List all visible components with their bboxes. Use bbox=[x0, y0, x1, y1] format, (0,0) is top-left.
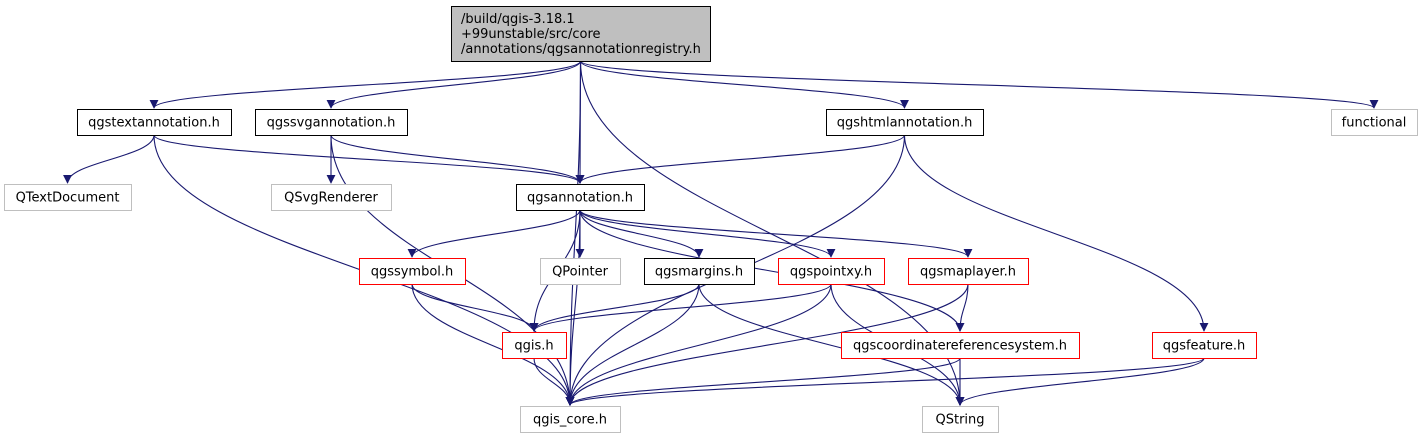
edge-maplayer-to-qgiscore bbox=[565, 283, 969, 406]
edge-maplayer-to-crs bbox=[955, 283, 969, 332]
edge-svgannotation-to-annotation bbox=[330, 134, 585, 184]
node-qsvgrenderer-box bbox=[271, 184, 392, 211]
node-qsvgrenderer-label: QSvgRenderer bbox=[284, 191, 378, 206]
edge-annotation-to-pointxy bbox=[579, 209, 836, 258]
node-annotation-label: qgsannotation.h bbox=[527, 191, 633, 206]
node-textannotation-box bbox=[77, 109, 232, 136]
edge-crs-to-qgiscore bbox=[565, 357, 961, 406]
node-qtextdocument-box bbox=[4, 184, 132, 211]
node-svgannotation[interactable]: qgssvgannotation.h bbox=[255, 109, 408, 136]
node-annotation[interactable]: qgsannotation.h bbox=[516, 184, 645, 211]
node-maplayer-label: qgsmaplayer.h bbox=[920, 265, 1016, 280]
node-htmlannotation[interactable]: qgshtmlannotation.h bbox=[826, 109, 984, 136]
node-margins[interactable]: qgsmargins.h bbox=[644, 258, 755, 285]
edge-annotation-to-margins bbox=[579, 209, 704, 258]
node-feature[interactable]: qgsfeature.h bbox=[1152, 332, 1257, 359]
edge-pointxy-to-qgiscore bbox=[565, 283, 832, 406]
node-margins-box bbox=[644, 258, 755, 285]
node-functional[interactable]: functional bbox=[1331, 109, 1418, 136]
node-textannotation-label: qgstextannotation.h bbox=[88, 116, 220, 131]
edge-root-to-textannotation bbox=[149, 60, 582, 109]
node-symbol-label: qgssymbol.h bbox=[371, 265, 454, 280]
node-feature-label: qgsfeature.h bbox=[1163, 339, 1246, 354]
edge-margins-to-qgiscore bbox=[565, 283, 700, 406]
edge-root-to-htmlannotation bbox=[579, 60, 909, 109]
node-pointxy-box bbox=[778, 258, 885, 285]
node-qstring-label: QString bbox=[935, 413, 984, 428]
node-crs[interactable]: qgscoordinatereferencesystem.h bbox=[841, 332, 1080, 359]
edge-textannotation-to-annotation bbox=[153, 134, 585, 184]
edge-root-to-qgiscore bbox=[565, 60, 582, 406]
node-qtextdocument[interactable]: QTextDocument bbox=[4, 184, 132, 211]
node-pointxy[interactable]: qgspointxy.h bbox=[778, 258, 885, 285]
node-root-label: +99unstable/src/core bbox=[461, 27, 601, 42]
node-symbol[interactable]: qgssymbol.h bbox=[359, 258, 466, 285]
node-root-label: /build/qgis-3.18.1 bbox=[461, 12, 575, 27]
node-crs-box bbox=[841, 332, 1080, 359]
node-qgis-label: qgis.h bbox=[514, 339, 553, 354]
node-functional-box bbox=[1331, 109, 1418, 136]
node-svgannotation-box bbox=[255, 109, 408, 136]
edge-margins-to-qgis bbox=[529, 283, 700, 332]
node-htmlannotation-label: qgshtmlannotation.h bbox=[837, 116, 973, 131]
edge-htmlannotation-to-annotation bbox=[575, 134, 906, 184]
node-qgiscore-box bbox=[520, 406, 621, 433]
nodes-layer: /build/qgis-3.18.1+99unstable/src/core/a… bbox=[4, 6, 1418, 433]
node-qgiscore-label: qgis_core.h bbox=[533, 413, 607, 428]
edge-root-to-functional bbox=[579, 60, 1379, 109]
node-root-box bbox=[451, 6, 711, 62]
edge-textannotation-to-qtextdocument bbox=[63, 134, 155, 184]
edge-feature-to-qgiscore bbox=[565, 357, 1205, 406]
node-qpointer-box bbox=[540, 258, 621, 285]
node-symbol-box bbox=[359, 258, 466, 285]
edge-annotation-to-qgiscore bbox=[565, 209, 581, 406]
node-feature-box bbox=[1152, 332, 1257, 359]
node-root-label: /annotations/qgsannotationregistry.h bbox=[461, 42, 701, 57]
edge-symbol-to-qgis bbox=[411, 283, 539, 332]
edge-annotation-to-symbol bbox=[407, 209, 581, 258]
node-qstring-box bbox=[922, 406, 999, 433]
node-qstring[interactable]: QString bbox=[922, 406, 999, 433]
node-annotation-box bbox=[516, 184, 645, 211]
edge-annotation-to-maplayer bbox=[579, 209, 973, 258]
node-qpointer-label: QPointer bbox=[552, 265, 609, 280]
edge-annotation-to-crs bbox=[579, 209, 965, 332]
node-qtextdocument-label: QTextDocument bbox=[16, 191, 120, 206]
edge-pointxy-to-qgis bbox=[529, 283, 832, 332]
node-margins-label: qgsmargins.h bbox=[655, 265, 743, 280]
node-htmlannotation-box bbox=[826, 109, 984, 136]
edge-margins-to-qstring bbox=[698, 283, 965, 406]
edge-root-to-svgannotation bbox=[326, 60, 582, 109]
node-qpointer[interactable]: QPointer bbox=[540, 258, 621, 285]
node-textannotation[interactable]: qgstextannotation.h bbox=[77, 109, 232, 136]
node-root[interactable]: /build/qgis-3.18.1+99unstable/src/core/a… bbox=[451, 6, 711, 62]
node-maplayer[interactable]: qgsmaplayer.h bbox=[908, 258, 1029, 285]
node-qsvgrenderer[interactable]: QSvgRenderer bbox=[271, 184, 392, 211]
node-functional-label: functional bbox=[1342, 116, 1407, 131]
node-maplayer-box bbox=[908, 258, 1029, 285]
node-qgiscore[interactable]: qgis_core.h bbox=[520, 406, 621, 433]
edge-htmlannotation-to-feature bbox=[903, 134, 1209, 332]
node-svgannotation-label: qgssvgannotation.h bbox=[267, 116, 396, 131]
node-qgis[interactable]: qgis.h bbox=[502, 332, 567, 359]
node-pointxy-label: qgspointxy.h bbox=[790, 265, 872, 280]
node-qgis-box bbox=[502, 332, 567, 359]
node-crs-label: qgscoordinatereferencesystem.h bbox=[853, 339, 1067, 354]
edge-symbol-to-qgiscore bbox=[411, 283, 575, 406]
edge-feature-to-qstring bbox=[955, 357, 1205, 406]
